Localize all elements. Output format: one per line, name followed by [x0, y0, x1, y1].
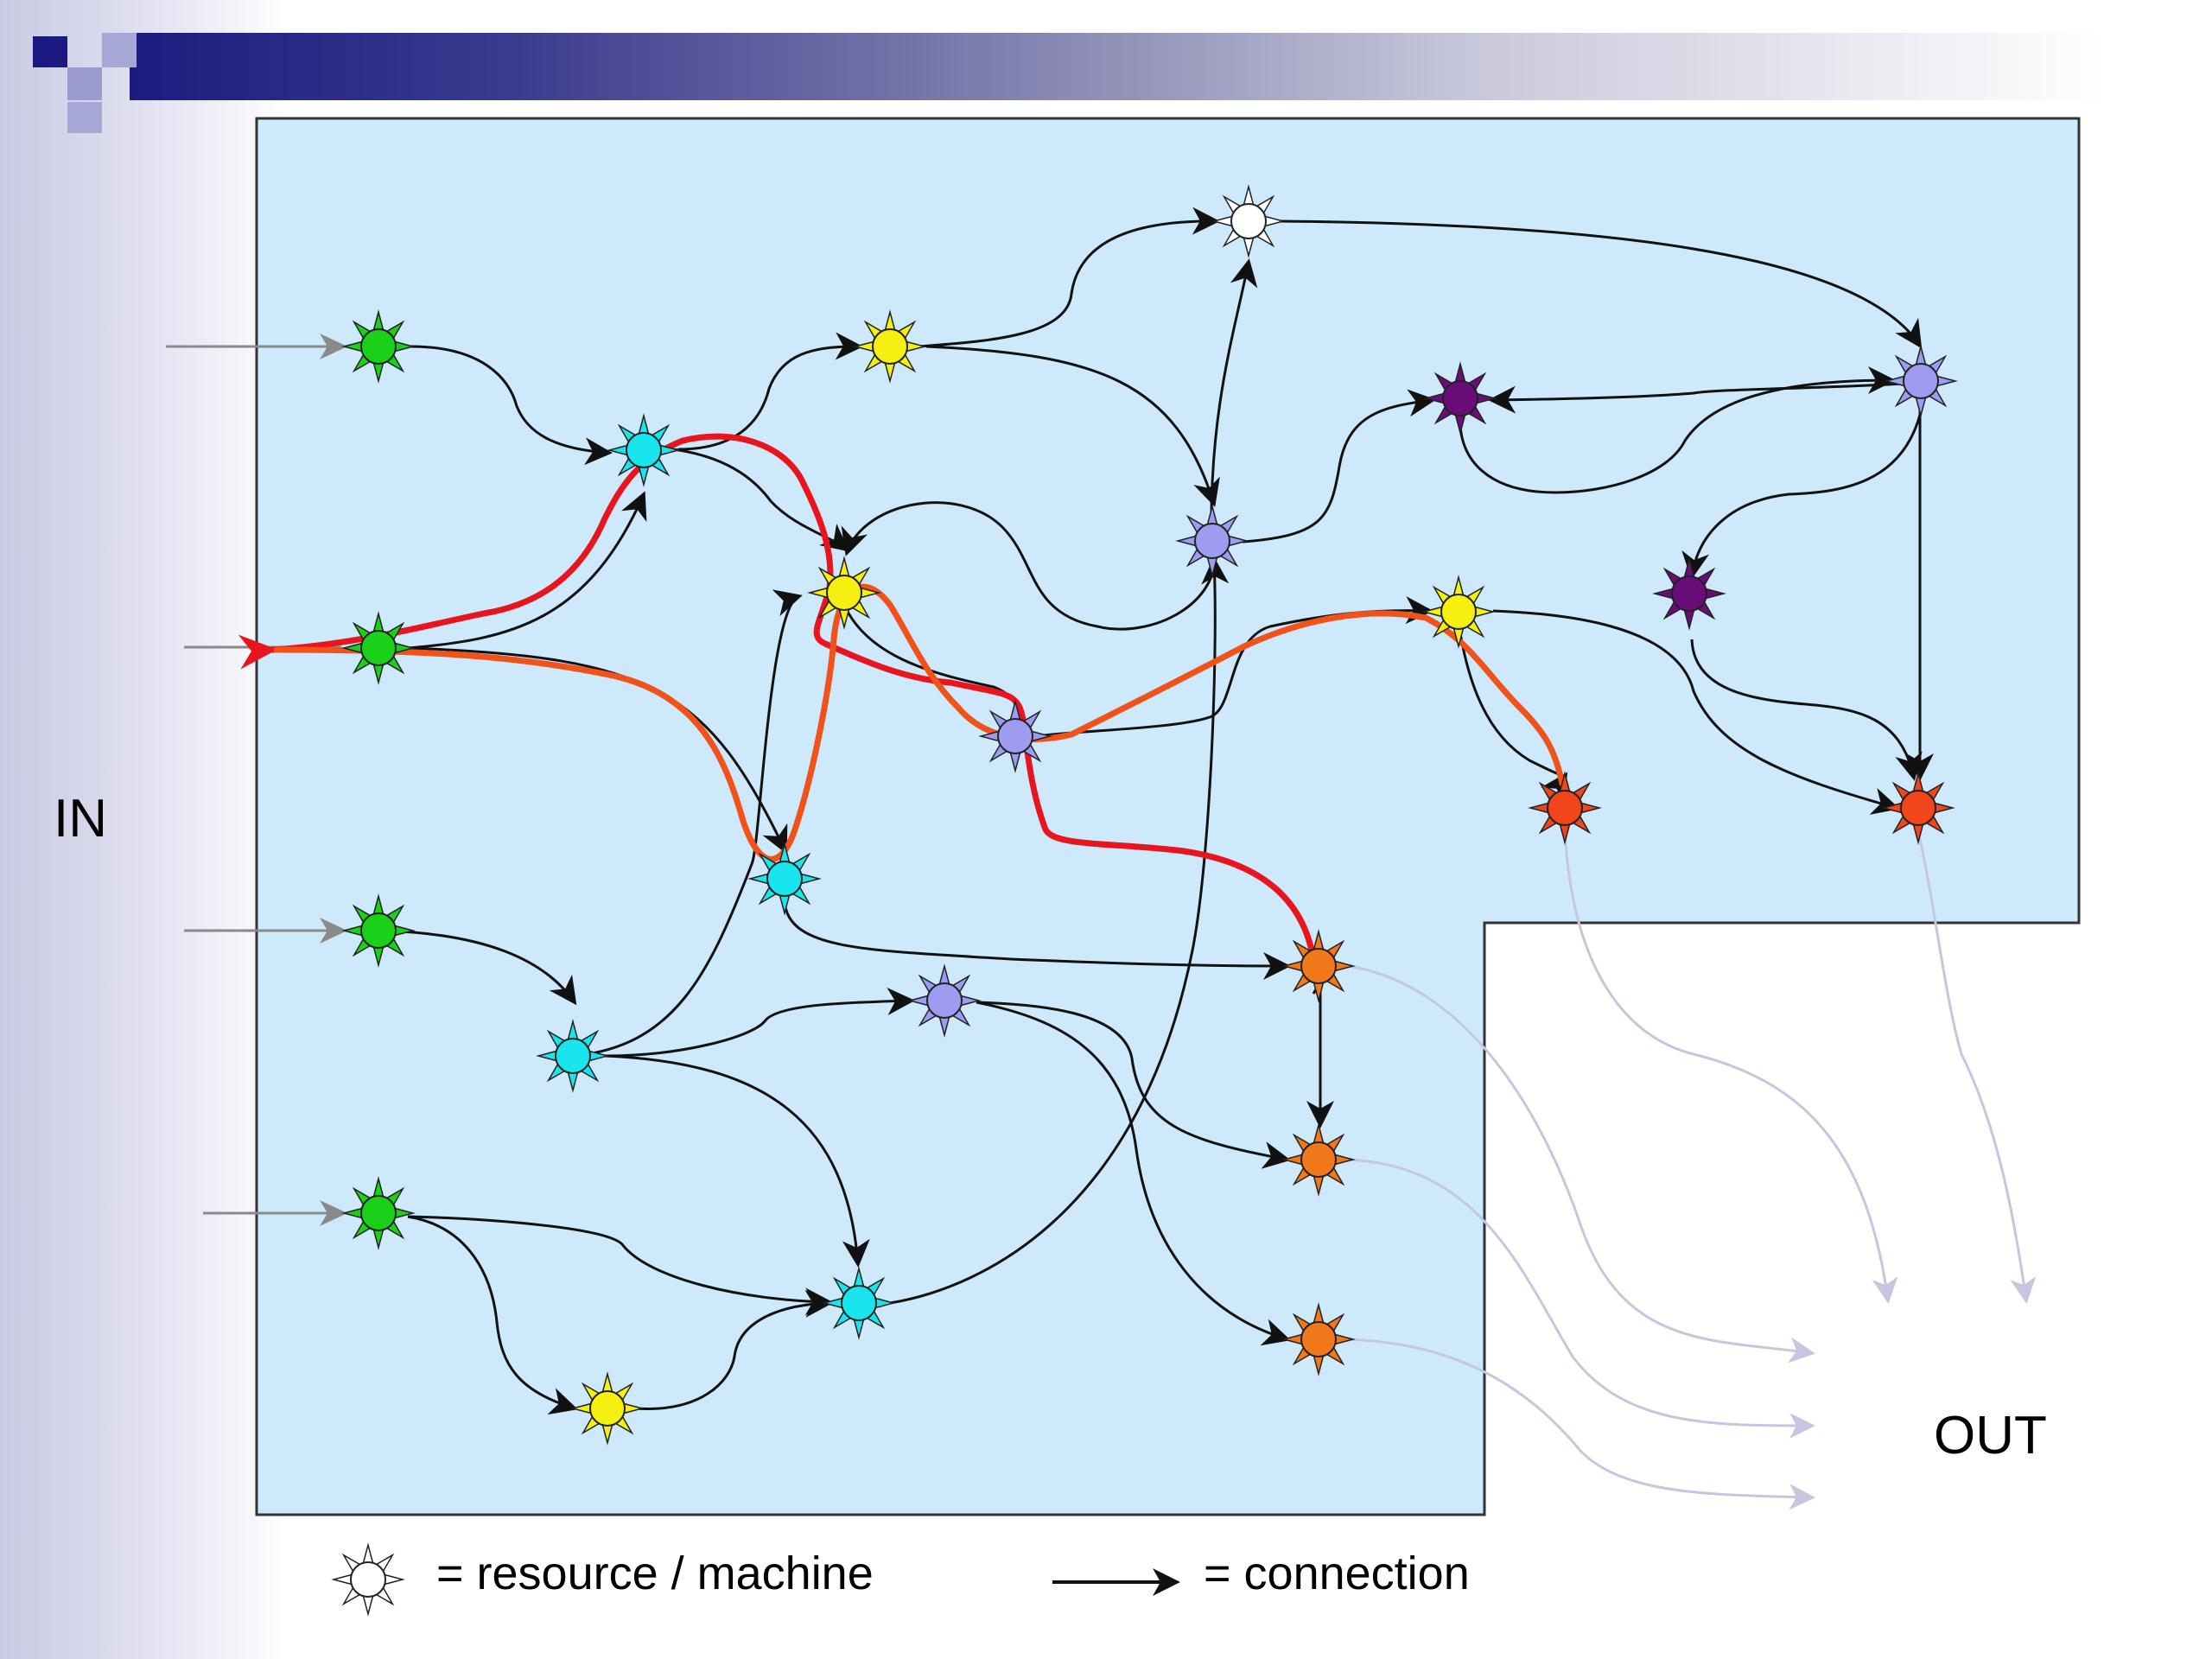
machine-node	[907, 963, 982, 1038]
output-arrows	[1334, 830, 2037, 1510]
machine-node	[341, 611, 416, 685]
title-square-dark	[33, 36, 67, 67]
factory-region	[255, 117, 2081, 1516]
output-label: OUT	[1934, 1406, 2047, 1465]
machine-node	[570, 1371, 645, 1446]
machine-node	[822, 1266, 896, 1340]
machine-nodes	[341, 184, 1958, 1446]
title-square-mid	[67, 67, 102, 100]
machine-node	[1884, 344, 1958, 418]
legend	[331, 1542, 1180, 1617]
machine-node	[807, 556, 881, 630]
machine-node	[341, 309, 416, 384]
machine-node	[1421, 575, 1496, 649]
legend-connection-text: = connection	[1204, 1548, 1470, 1599]
machine-node	[341, 1176, 416, 1250]
machine-node	[1423, 361, 1497, 435]
path-orange	[273, 583, 1566, 862]
machine-node	[1881, 771, 1955, 845]
title-square-light	[102, 33, 137, 67]
highlighted-paths	[238, 433, 1566, 963]
legend-machine-icon	[331, 1542, 405, 1617]
legend-resource-text: = resource / machine	[436, 1548, 874, 1599]
machine-node	[978, 699, 1052, 773]
machine-node	[536, 1019, 610, 1093]
input-label: IN	[54, 789, 107, 849]
machine-node	[341, 893, 416, 968]
machine-node	[747, 842, 822, 916]
machine-node	[1281, 1302, 1356, 1376]
machine-node	[853, 309, 927, 384]
machine-node	[1175, 504, 1249, 578]
machine-node	[607, 413, 681, 487]
machine-node	[1652, 556, 1726, 631]
slide-title-bar	[130, 33, 2212, 100]
title-square-light-2	[67, 102, 102, 133]
machine-node	[1528, 771, 1602, 845]
machine-node	[1281, 929, 1356, 1003]
machine-node	[1211, 184, 1286, 258]
path-red	[238, 433, 1317, 963]
sun-star-icon	[331, 1542, 405, 1617]
machine-node	[1281, 1122, 1356, 1197]
